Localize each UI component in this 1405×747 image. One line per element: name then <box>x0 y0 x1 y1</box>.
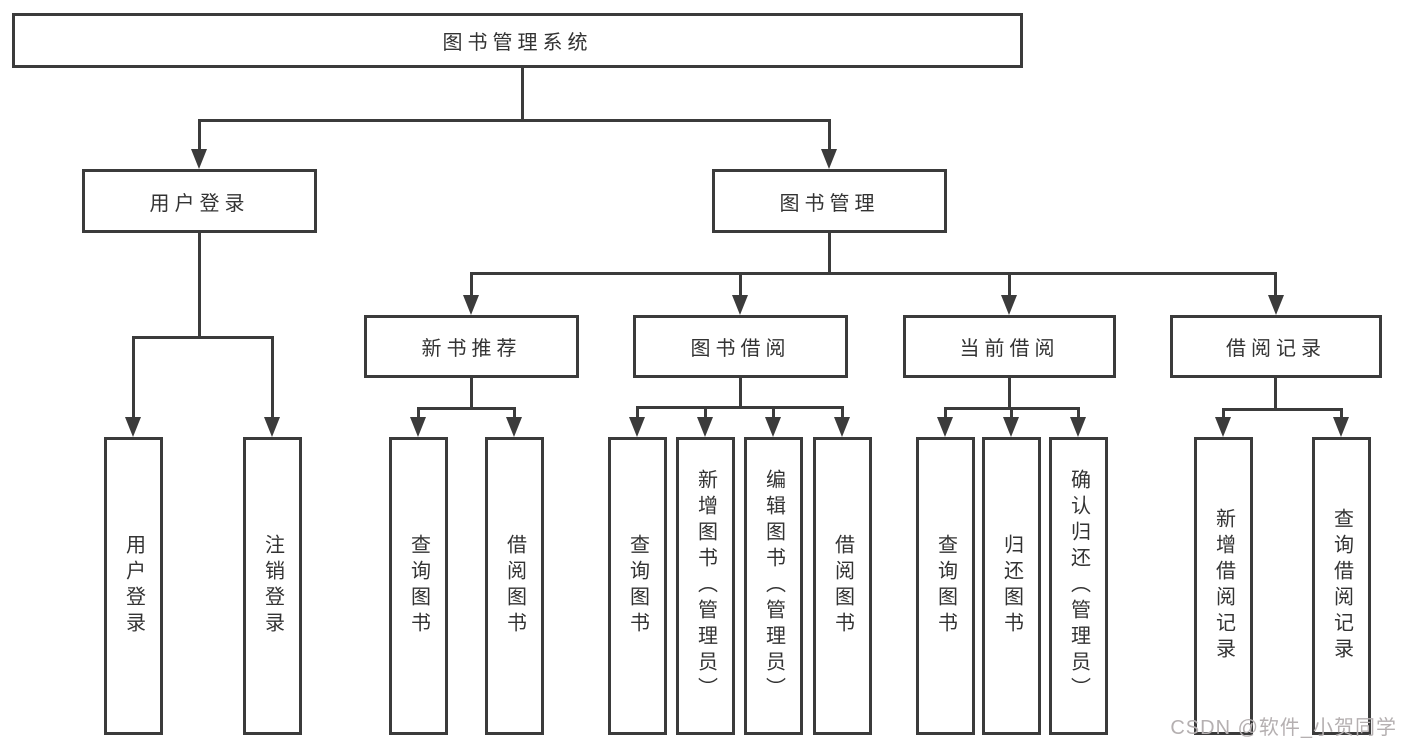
arrow-down-icon <box>732 295 748 315</box>
connector-line <box>198 119 201 149</box>
leaf-return-book: 归还图书 <box>982 437 1041 735</box>
connector-line <box>417 407 515 410</box>
node-root-system: 图书管理系统 <box>12 13 1023 68</box>
leaf-confirm-return-admin: 确认归还（管理员） <box>1049 437 1108 735</box>
arrow-down-icon <box>1333 417 1349 437</box>
leaf-query-book-current: 查询图书 <box>916 437 975 735</box>
connector-line <box>1008 272 1011 295</box>
connector-line <box>1274 272 1277 295</box>
arrow-down-icon <box>937 417 953 437</box>
connector-line <box>704 406 707 417</box>
arrow-down-icon <box>1268 295 1284 315</box>
arrow-down-icon <box>506 417 522 437</box>
arrow-down-icon <box>410 417 426 437</box>
leaf-label: 编辑图书（管理员） <box>762 469 785 703</box>
connector-line <box>944 407 947 417</box>
leaf-label: 归还图书 <box>1000 534 1023 638</box>
node-book-borrow: 图书借阅 <box>633 315 848 378</box>
leaf-label: 借阅图书 <box>503 534 526 638</box>
arrow-down-icon <box>834 417 850 437</box>
leaf-label: 用户登录 <box>122 534 145 638</box>
connector-line <box>1274 378 1277 408</box>
connector-line <box>470 272 1276 275</box>
connector-line <box>739 378 742 406</box>
leaf-query-borrow-record: 查询借阅记录 <box>1312 437 1371 735</box>
leaf-logout: 注销登录 <box>243 437 302 735</box>
leaf-label: 查询图书 <box>407 534 430 638</box>
arrow-down-icon <box>1070 417 1086 437</box>
connector-line <box>198 233 201 336</box>
leaf-query-book-borrow: 查询图书 <box>608 437 667 735</box>
connector-line <box>132 336 135 417</box>
leaf-add-borrow-record: 新增借阅记录 <box>1194 437 1253 735</box>
connector-line <box>513 407 516 417</box>
leaf-label: 查询借阅记录 <box>1330 508 1353 664</box>
leaf-label: 查询图书 <box>626 534 649 638</box>
node-user-login: 用户登录 <box>82 169 317 233</box>
leaf-label: 新增借阅记录 <box>1212 508 1235 664</box>
arrow-down-icon <box>463 295 479 315</box>
connector-line <box>198 119 830 122</box>
csdn-watermark: CSDN @软件_小贺同学 <box>1170 717 1397 739</box>
connector-line <box>470 272 473 295</box>
leaf-label: 借阅图书 <box>831 534 854 638</box>
node-book-management: 图书管理 <box>712 169 947 233</box>
connector-line <box>739 272 742 295</box>
arrow-down-icon <box>1003 417 1019 437</box>
connector-line <box>636 406 844 409</box>
node-borrow-records: 借阅记录 <box>1170 315 1382 378</box>
arrow-down-icon <box>1001 295 1017 315</box>
arrow-down-icon <box>264 417 280 437</box>
leaf-label: 注销登录 <box>261 534 284 638</box>
connector-line <box>828 119 831 149</box>
connector-line <box>772 406 775 417</box>
connector-line <box>271 336 274 417</box>
connector-line <box>636 406 639 417</box>
leaf-borrow-book-recommend: 借阅图书 <box>485 437 544 735</box>
connector-line <box>1222 408 1342 411</box>
arrow-down-icon <box>1215 417 1231 437</box>
leaf-edit-book-admin: 编辑图书（管理员） <box>744 437 803 735</box>
connector-line <box>1340 408 1343 417</box>
leaf-add-book-admin: 新增图书（管理员） <box>676 437 735 735</box>
leaf-label: 确认归还（管理员） <box>1067 469 1090 703</box>
connector-line <box>1010 407 1013 417</box>
leaf-query-book-recommend: 查询图书 <box>389 437 448 735</box>
node-new-book-recommend: 新书推荐 <box>364 315 579 378</box>
arrow-down-icon <box>629 417 645 437</box>
connector-line <box>521 68 524 119</box>
connector-line <box>1077 407 1080 417</box>
arrow-down-icon <box>697 417 713 437</box>
connector-line <box>132 336 273 339</box>
connector-line <box>417 407 420 417</box>
connector-line <box>1008 378 1011 407</box>
connector-line <box>841 406 844 417</box>
leaf-label: 查询图书 <box>934 534 957 638</box>
arrow-down-icon <box>765 417 781 437</box>
leaf-user-login: 用户登录 <box>104 437 163 735</box>
leaf-label: 新增图书（管理员） <box>694 469 717 703</box>
node-current-borrow: 当前借阅 <box>903 315 1116 378</box>
leaf-borrow-book: 借阅图书 <box>813 437 872 735</box>
arrow-down-icon <box>125 417 141 437</box>
connector-line <box>828 233 831 272</box>
arrow-down-icon <box>191 149 207 169</box>
connector-line <box>1222 408 1225 417</box>
arrow-down-icon <box>821 149 837 169</box>
connector-line <box>470 378 473 407</box>
